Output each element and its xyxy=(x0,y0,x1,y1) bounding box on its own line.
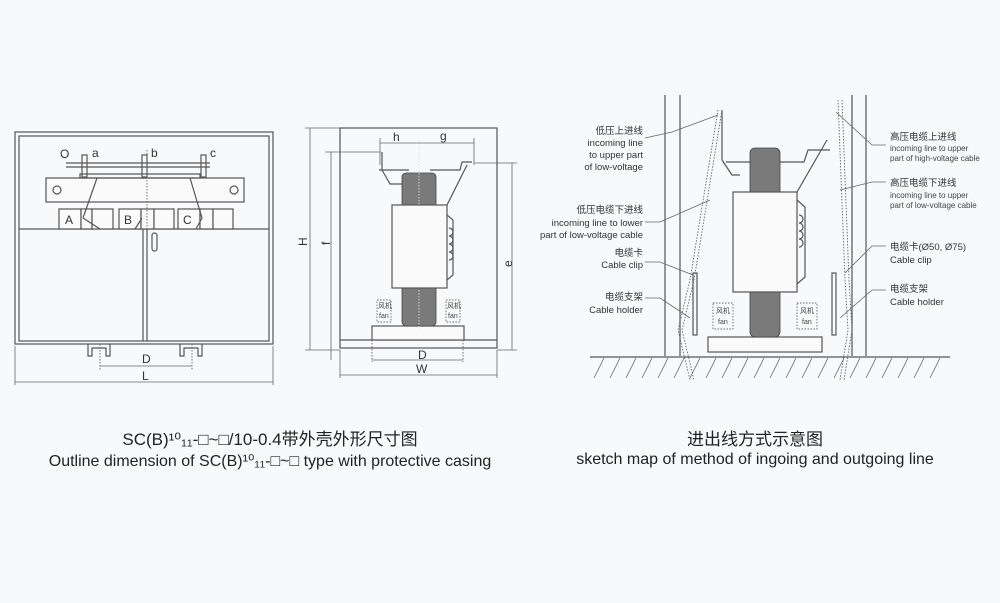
callout-cn: 高压电缆上进线 xyxy=(890,131,957,143)
callout-high-voltage-upper: 高压电缆上进线 incoming line to upper part of h… xyxy=(890,131,980,163)
callout-en: to upper part xyxy=(589,150,643,161)
callout-cable-holder-left: 电缆支架 Cable holder xyxy=(589,291,643,316)
callout-cable-clip-right: 电缆卡(Ø50, Ø75) Cable clip xyxy=(890,241,966,266)
callout-en: incoming line xyxy=(588,138,643,149)
callout-en: Cable clip xyxy=(890,255,932,266)
label-H: H xyxy=(296,237,310,246)
fan-label-en: fan xyxy=(718,319,728,326)
outline-caption-cn: SC(B)¹⁰₁₁-□~□/10-0.4带外壳外形尺寸图 xyxy=(122,430,418,449)
sketch-map: 风机 fan 风机 fan 低压上进线 incoming line to upp… xyxy=(540,95,980,381)
label-a: a xyxy=(92,146,99,160)
outline-caption-en: Outline dimension of SC(B)¹⁰₁₁-□~□ type … xyxy=(48,453,492,470)
label-e: e xyxy=(501,260,515,267)
fan-label-en: fan xyxy=(379,313,389,320)
callout-cn: 电缆支架 xyxy=(605,291,644,303)
label-b: b xyxy=(151,146,158,160)
label-o: O xyxy=(60,147,69,161)
side-view: 风机 fan 风机 fan h g H f e D W xyxy=(296,127,517,378)
callout-cn: 高压电缆下进线 xyxy=(890,177,957,189)
callout-cable-holder-right: 电缆支架 Cable holder xyxy=(890,283,944,308)
label-phase-a: A xyxy=(65,213,73,227)
label-f: f xyxy=(319,241,333,245)
callout-cn: 电缆卡 xyxy=(614,247,643,259)
label-d: D xyxy=(418,348,427,362)
callout-low-voltage-lower: 低压电缆下进线 incoming line to lower part of l… xyxy=(540,204,643,241)
fan-label-cn: 风机 xyxy=(800,306,814,315)
label-phase-c: C xyxy=(183,213,192,227)
front-view: O a b c A B C D L xyxy=(14,131,274,385)
callout-cn: 低压上进线 xyxy=(595,125,643,137)
callout-en: part of low-voltage cable xyxy=(540,230,643,241)
callout-en: part of low-voltage cable xyxy=(890,201,977,210)
callout-cn: 电缆支架 xyxy=(890,283,929,295)
sketch-caption-cn: 进出线方式示意图 xyxy=(687,430,823,449)
door-handle-icon xyxy=(151,232,158,252)
label-c: c xyxy=(210,146,216,160)
callout-cn: 电缆卡(Ø50, Ø75) xyxy=(890,241,966,253)
label-l: L xyxy=(142,369,149,383)
label-h: h xyxy=(393,130,400,144)
callout-en: Cable holder xyxy=(589,305,643,316)
fan-label-cn: 风机 xyxy=(378,301,392,310)
callout-en: part of high-voltage cable xyxy=(890,154,980,163)
callout-cable-clip-left: 电缆卡 Cable clip xyxy=(601,247,643,271)
label-d: D xyxy=(142,352,151,366)
label-g: g xyxy=(440,129,447,143)
callout-en: incoming line to upper xyxy=(890,144,969,153)
callout-high-voltage-lower: 高压电缆下进线 incoming line to upper part of l… xyxy=(890,177,977,210)
callout-en: Cable holder xyxy=(890,297,944,308)
label-phase-b: B xyxy=(124,213,132,227)
fan-label-en: fan xyxy=(448,313,458,320)
sketch-caption-en: sketch map of method of ingoing and outg… xyxy=(576,451,934,468)
callout-en: incoming line to lower xyxy=(552,218,643,229)
callout-cn: 低压电缆下进线 xyxy=(576,204,643,216)
fan-label-cn: 风机 xyxy=(447,301,461,310)
callout-en: incoming line to upper xyxy=(890,191,969,200)
fan-label-cn: 风机 xyxy=(716,306,730,315)
callout-low-voltage-upper: 低压上进线 incoming line to upper part of low… xyxy=(584,125,643,173)
fan-label-en: fan xyxy=(802,319,812,326)
callout-en: of low-voltage xyxy=(584,162,643,173)
label-w: W xyxy=(416,362,428,376)
callout-en: Cable clip xyxy=(601,260,643,271)
